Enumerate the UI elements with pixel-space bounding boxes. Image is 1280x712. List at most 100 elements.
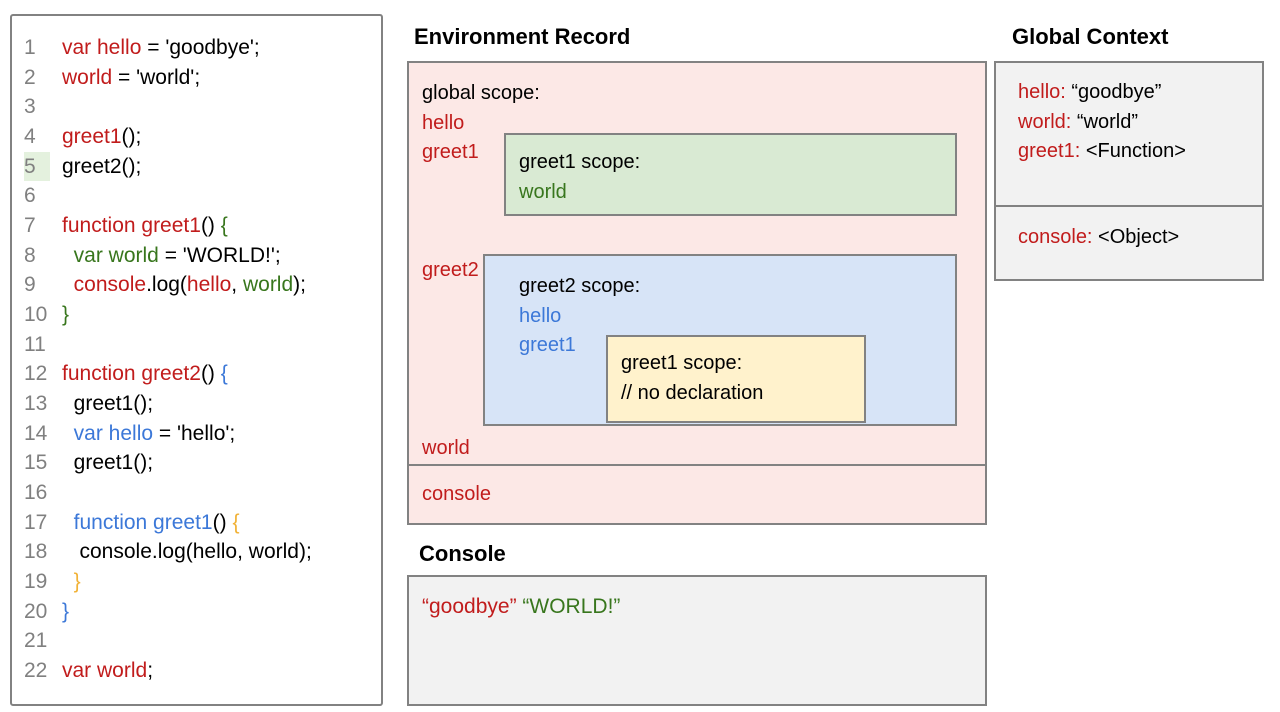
code-line: 10}	[24, 300, 381, 330]
code-token: world	[242, 273, 294, 297]
scope-member: // no declaration	[621, 379, 763, 409]
line-number: 15	[24, 451, 48, 475]
line-number: 3	[24, 95, 36, 119]
code-token: ()	[212, 510, 233, 534]
scope-member-text: // no declaration	[621, 381, 764, 404]
code-token: var world	[73, 243, 159, 267]
code-token	[62, 422, 74, 445]
code-text: greet2();	[62, 152, 141, 182]
code-token: ;	[147, 659, 154, 683]
code-token: var hello	[73, 421, 154, 445]
greet2-scope-box: greet2 scope: hello greet1 greet1 scope: …	[483, 254, 957, 426]
code-token: = 'world';	[112, 65, 201, 89]
code-line: 20}	[24, 597, 381, 627]
scope-member-text: greet1	[422, 141, 479, 163]
context-entry-value: <Function>	[1080, 140, 1186, 163]
code-line: 9 console.log(hello, world);	[24, 270, 381, 300]
code-token: }	[62, 303, 70, 327]
scope-member: hello	[422, 109, 540, 139]
code-line: 21	[24, 626, 381, 656]
code-text: var world;	[62, 656, 153, 686]
line-number: 20	[24, 599, 48, 623]
context-entry-name: world:	[1018, 110, 1072, 133]
global-context-variables: hello: “goodbye”world: “world”greet1: <F…	[1018, 78, 1186, 167]
code-text: console.log(hello, world);	[62, 270, 306, 300]
code-token: var hello	[62, 36, 142, 59]
global-scope-member-world: world	[422, 437, 470, 459]
context-entry: world: “world”	[1018, 108, 1186, 138]
line-number: 18	[24, 540, 48, 564]
line-number: 8	[24, 243, 36, 267]
code-text: var hello = 'hello';	[62, 419, 236, 449]
code-token	[62, 273, 74, 296]
code-text: }	[62, 567, 81, 597]
scope-member: greet1	[519, 331, 640, 361]
code-token: = 'hello';	[153, 421, 236, 445]
line-number: 10	[24, 303, 48, 327]
line-number: 17	[24, 510, 48, 534]
code-line: 5 greet2();	[24, 151, 381, 182]
context-entry-value: <Object>	[1092, 226, 1180, 248]
code-token: function greet1	[73, 510, 213, 534]
code-token: console.log(hello, world);	[62, 540, 312, 564]
code-text: function greet2() {	[62, 359, 228, 389]
line-number: 2	[24, 65, 36, 89]
code-token: greet1	[62, 125, 122, 149]
code-line: 17 function greet1() {	[24, 508, 381, 538]
context-entry-name: greet1:	[1018, 140, 1081, 163]
inner-greet1-scope-label: greet1 scope:	[621, 352, 743, 374]
context-entry: console: <Object>	[1018, 223, 1179, 253]
code-token: {	[232, 510, 240, 534]
line-number: 16	[24, 481, 48, 505]
console-output-box: “goodbye” “WORLD!”	[407, 575, 987, 706]
line-number: 1	[24, 36, 36, 59]
code-token: function greet1	[62, 214, 201, 238]
line-number: 7	[24, 214, 36, 238]
code-token: hello	[186, 273, 232, 297]
code-text: world = 'world';	[62, 63, 200, 93]
code-text: function greet1() {	[62, 211, 228, 241]
line-number: 19	[24, 570, 48, 594]
inner-greet1-scope-content: greet1 scope: // no declaration	[621, 349, 763, 408]
environment-record-title: Environment Record	[414, 24, 631, 49]
scope-member: world	[519, 178, 640, 208]
context-entry-value: “goodbye”	[1065, 81, 1162, 103]
context-entry-value: “world”	[1071, 110, 1139, 133]
code-text: greet1();	[62, 122, 141, 152]
code-token: greet2();	[62, 154, 142, 178]
greet2-scope-label: greet2 scope:	[519, 275, 641, 297]
global-context-console: console: <Object>	[1018, 223, 1179, 253]
code-text: function greet1() {	[62, 508, 240, 538]
scope-member-text: hello	[519, 304, 562, 327]
code-token: }	[73, 570, 81, 594]
console-value: “WORLD!”	[522, 595, 621, 618]
code-line: 6	[24, 181, 381, 211]
line-number: 14	[24, 421, 48, 445]
code-token: console	[73, 273, 147, 297]
code-token: world	[62, 65, 113, 89]
console-scope-row: console	[407, 464, 987, 525]
code-token: }	[62, 599, 70, 623]
code-token: function greet2	[62, 362, 201, 386]
code-line: 13 greet1();	[24, 389, 381, 419]
code-token: greet1();	[62, 451, 154, 475]
code-token	[62, 244, 74, 267]
scope-member-text: world	[519, 180, 567, 203]
console-title: Console	[419, 541, 506, 566]
code-text: }	[62, 300, 69, 330]
code-token	[62, 511, 74, 534]
console-scope-member: console	[422, 483, 491, 505]
code-token: ()	[200, 214, 221, 238]
global-context-title: Global Context	[1012, 24, 1169, 49]
code-token: ,	[231, 273, 243, 297]
greet1-scope-box: greet1 scope: world	[504, 133, 957, 216]
code-token: var world	[62, 659, 148, 683]
line-number-highlighted: 5	[24, 151, 50, 182]
line-number: 11	[24, 332, 46, 356]
